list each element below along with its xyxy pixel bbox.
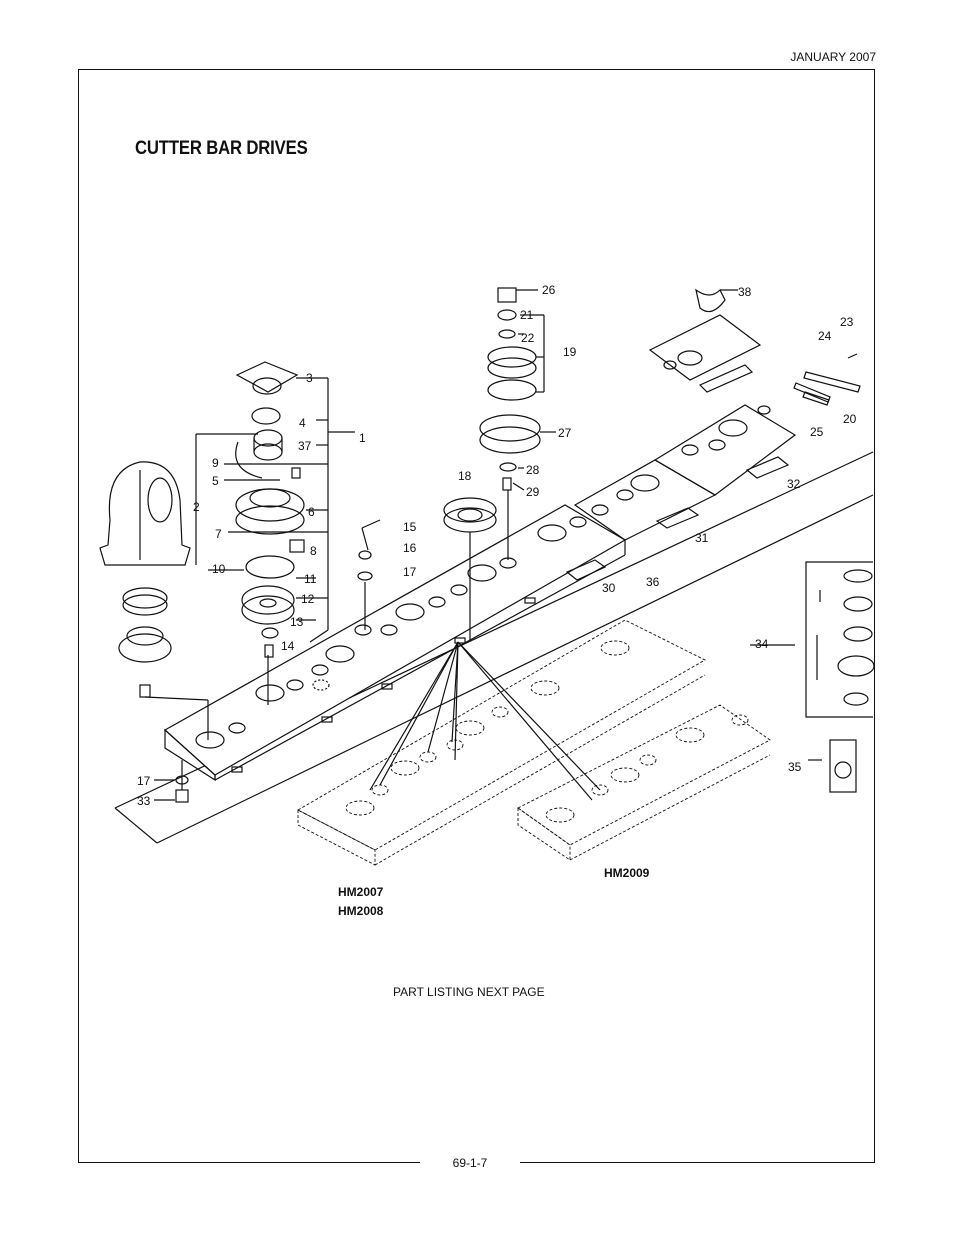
callout-29: 29 — [526, 485, 540, 499]
callout-7: 7 — [215, 527, 222, 541]
callout-8: 8 — [310, 544, 317, 558]
model-label-hm2008: HM2008 — [338, 904, 384, 918]
callout-15: 15 — [403, 520, 417, 534]
callout-13: 13 — [290, 615, 304, 629]
page-title: CUTTER BAR DRIVES — [135, 138, 308, 159]
model-label-hm2007: HM2007 — [338, 885, 384, 899]
callout-17b: 17 — [137, 774, 151, 788]
callout-35: 35 — [788, 760, 802, 774]
callout-32: 32 — [787, 477, 801, 491]
callout-30: 30 — [602, 581, 616, 595]
callout-34: 34 — [755, 637, 769, 651]
callout-16: 16 — [403, 541, 417, 555]
callout-9: 9 — [212, 456, 219, 470]
page-number: 69-1-7 — [452, 1156, 488, 1170]
callout-14: 14 — [281, 639, 295, 653]
callout-11: 11 — [304, 572, 317, 586]
callout-24: 24 — [818, 329, 832, 343]
callout-23: 23 — [840, 315, 854, 329]
callout-1: 1 — [359, 431, 366, 445]
callout-25: 25 — [810, 425, 824, 439]
callout-38: 38 — [738, 285, 752, 299]
callout-17a: 17 — [403, 565, 417, 579]
callout-3: 3 — [306, 371, 313, 385]
callout-22: 22 — [521, 331, 535, 345]
callout-20: 20 — [843, 412, 857, 426]
callout-12: 12 — [301, 592, 315, 606]
callout-33: 33 — [137, 794, 151, 808]
callout-18: 18 — [458, 469, 472, 483]
callout-36: 36 — [646, 575, 660, 589]
model-label-hm2009: HM2009 — [604, 866, 650, 880]
callout-28: 28 — [526, 463, 540, 477]
part-listing-note: PART LISTING NEXT PAGE — [393, 985, 545, 999]
callout-6: 6 — [308, 505, 315, 519]
callout-27: 27 — [558, 426, 572, 440]
callout-5: 5 — [212, 474, 219, 488]
callout-10: 10 — [212, 562, 226, 576]
callout-19: 19 — [563, 345, 577, 359]
callout-26: 26 — [542, 283, 556, 297]
callout-31: 31 — [695, 531, 709, 545]
callout-37: 37 — [298, 439, 312, 453]
header-date: JANUARY 2007 — [790, 50, 876, 64]
callout-4: 4 — [299, 416, 306, 430]
callout-21: 21 — [520, 308, 534, 322]
callout-2: 2 — [193, 500, 200, 514]
footer-gap — [420, 1156, 520, 1170]
